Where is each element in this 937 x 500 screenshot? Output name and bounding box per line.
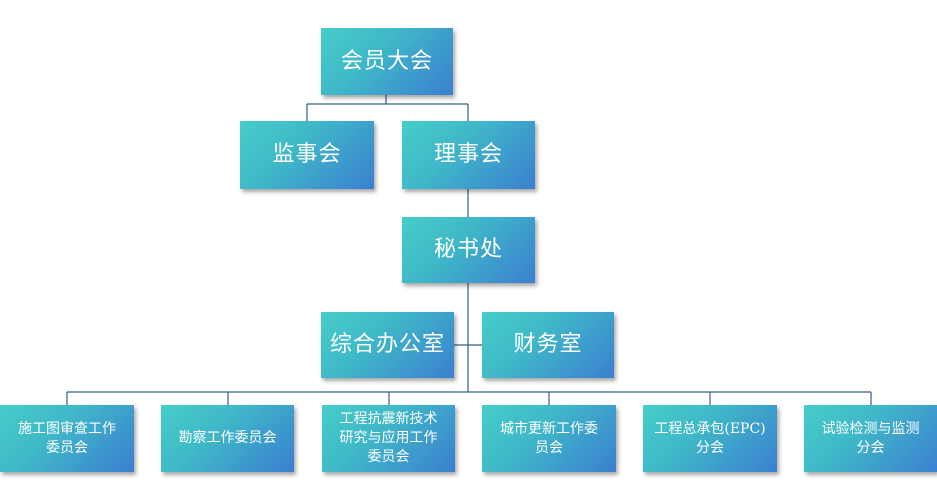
node-secretariat: 秘书处 bbox=[402, 217, 535, 283]
node-council: 理事会 bbox=[402, 121, 535, 189]
node-finance-office: 财务室 bbox=[482, 312, 614, 378]
node-members-assembly: 会员大会 bbox=[321, 28, 453, 95]
node-committee-survey: 勘察工作委员会 bbox=[161, 405, 294, 472]
node-general-office: 综合办公室 bbox=[321, 312, 454, 378]
node-committee-urban-renewal: 城市更新工作委员会 bbox=[482, 405, 616, 472]
node-committee-drawing-review: 施工图审查工作委员会 bbox=[0, 405, 134, 472]
node-committee-seismic-tech: 工程抗震新技术研究与应用工作委员会 bbox=[322, 405, 455, 472]
node-supervisory-board: 监事会 bbox=[240, 121, 374, 189]
node-branch-epc: 工程总承包(EPC)分会 bbox=[643, 405, 777, 472]
node-branch-testing-monitoring: 试验检测与监测分会 bbox=[804, 405, 937, 472]
